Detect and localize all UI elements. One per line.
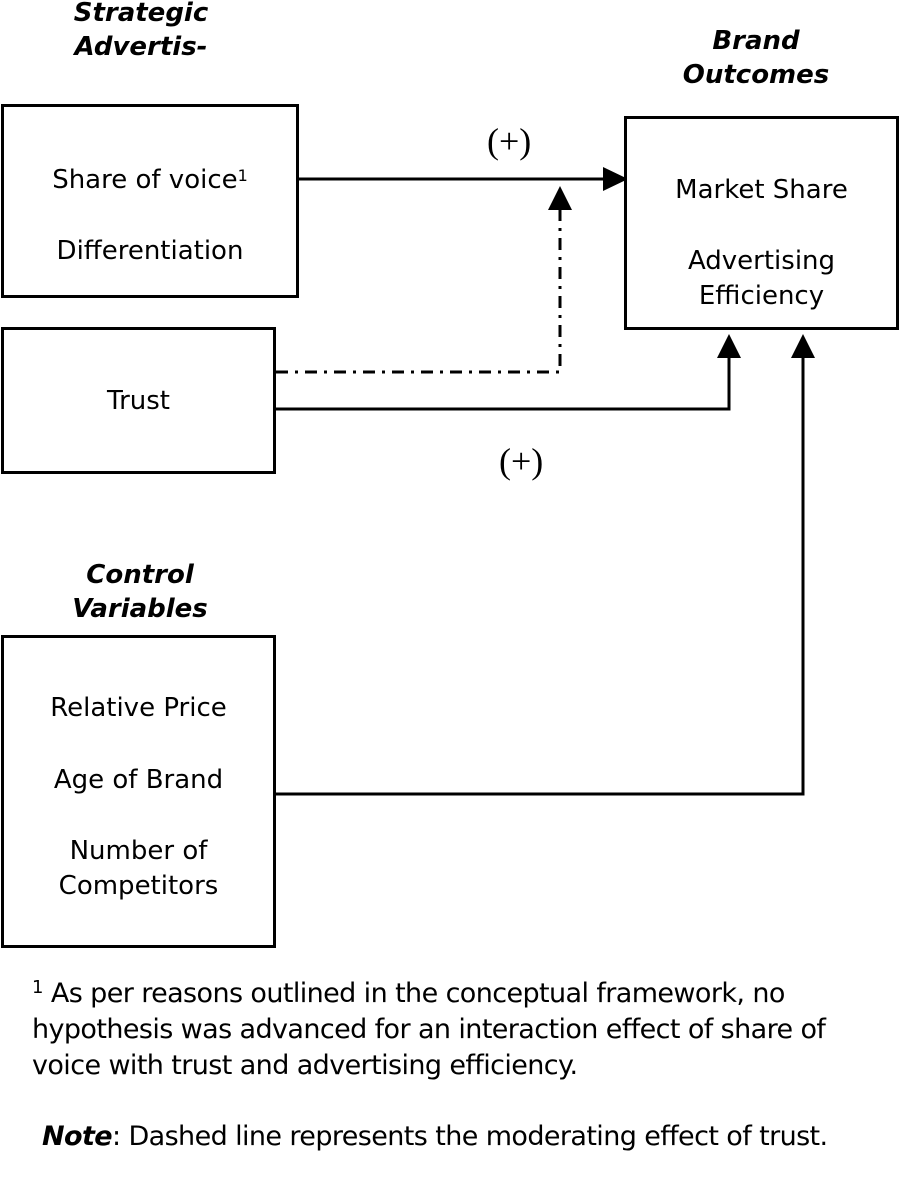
note-label: Note [42,1121,113,1152]
box-item: Market Share [675,175,848,205]
heading-control-variables: Control Variables [0,558,280,626]
edge-controls-to-outcomes [276,356,805,796]
footnote: 1 As per reasons outlined in the concept… [32,976,892,1084]
footnote-marker: 1 [32,977,43,998]
box-strategic-advertising: Share of voice1 Differentiation [1,104,299,298]
box-item: Relative Price [50,693,227,723]
box-item: Efficiency [698,281,825,311]
heading-line: Advertis- [74,32,208,62]
heading-line: Outcomes [682,60,830,90]
box-item: Number of [69,836,208,866]
arrowhead-icon [603,167,628,191]
heading-line: Strategic [73,0,209,28]
box-item: Trust [107,386,170,416]
sign-label-trust: (+) [499,441,544,481]
box-control-variables: Relative Price Age of Brand Number of Co… [1,635,276,948]
note: Note: Dashed line represents the moderat… [42,1119,882,1155]
box-item: Differentiation [4,234,296,268]
box-trust: Trust [1,327,276,474]
sign-label-strategic: (+) [487,121,532,161]
arrowhead-icon [717,334,741,358]
heading-line: Brand [712,26,800,56]
box-item: Competitors [58,871,219,901]
box-brand-outcomes: Market Share Advertising Efficiency [624,116,899,330]
arrowhead-icon [548,186,572,210]
footnote-text: As per reasons outlined in the conceptua… [32,978,826,1081]
box-item: Advertising [687,246,836,276]
item-differentiation: Differentiation [56,236,244,266]
edge-trust-moderating [276,208,562,374]
arrowhead-icon [791,334,815,358]
edge-trust-to-outcomes [276,356,731,411]
heading-brand-outcomes: Brand Outcomes [625,24,887,92]
heading-strategic-advertising: Strategic Advertis- [0,0,282,64]
heading-line: Control [86,560,194,590]
item-share-of-voice: Share of voice [52,165,238,195]
footnote-marker: 1 [237,166,248,185]
heading-line: Variables [72,594,208,624]
note-text: : Dashed line represents the moderating … [111,1121,828,1152]
box-item: Share of voice1 [4,163,296,197]
box-item: Age of Brand [53,765,224,795]
